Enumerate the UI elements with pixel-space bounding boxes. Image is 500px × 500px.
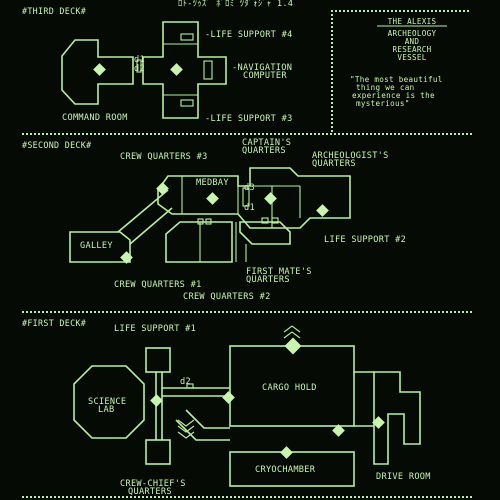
room-label-science: SCIENCE bbox=[88, 397, 126, 407]
room-label-galley: GALLEY bbox=[80, 241, 113, 251]
second-deck-door-d1: d1 bbox=[244, 203, 255, 213]
lower-corridor bbox=[175, 409, 230, 441]
vessel-quote-2: thing we can bbox=[356, 83, 414, 92]
command-room-node[interactable] bbox=[93, 63, 106, 76]
deck-separator-top bbox=[22, 133, 472, 135]
vessel-quote-1: "The most beautiful bbox=[350, 75, 443, 84]
life-support-1-room[interactable] bbox=[145, 347, 171, 373]
crew-chief-room[interactable] bbox=[145, 439, 171, 465]
room-label-cargo-hold: CARGO HOLD bbox=[262, 383, 317, 393]
header-text: ﾛﾄ-ﾂｩｽﾞ ﾎﾞﾛﾐ ﾂﾀﾞｫｼﾞｬ 1.4 bbox=[178, 0, 293, 9]
room-label-navigation: -NAVIGATION bbox=[232, 63, 292, 73]
cryochamber-node[interactable] bbox=[280, 446, 293, 459]
navigation-node[interactable] bbox=[170, 63, 183, 76]
deck-separator-bottom bbox=[22, 496, 472, 498]
cargo-hold-node[interactable] bbox=[222, 391, 235, 404]
room-label-first-mate-quarters: QUARTERS bbox=[246, 275, 290, 285]
room-label-drive-room: DRIVE ROOM bbox=[376, 472, 431, 482]
first-deck-map: d2 bbox=[73, 325, 421, 487]
vessel-line-2: AND bbox=[405, 37, 420, 46]
medbay-node[interactable] bbox=[206, 192, 219, 205]
up-stairs-icon[interactable] bbox=[283, 325, 301, 339]
vessel-line-4: VESSEL bbox=[397, 53, 426, 62]
room-label-navigation-computer: COMPUTER bbox=[243, 71, 287, 81]
galley-corridor bbox=[117, 189, 173, 245]
room-label-command-room: COMMAND ROOM bbox=[62, 113, 128, 123]
vessel-name: THE ALEXIS bbox=[388, 17, 437, 26]
galley-room[interactable] bbox=[69, 231, 131, 263]
room-label-medbay: MEDBAY bbox=[196, 178, 229, 188]
crew-quarters-3-node[interactable] bbox=[156, 182, 169, 195]
drive-room-connector bbox=[354, 371, 374, 427]
third-deck-title: #THIRD DECK# bbox=[22, 6, 87, 16]
vessel-info-panel: THE ALEXIS ARCHEOLOGY AND RESEARCH VESSE… bbox=[350, 17, 447, 108]
room-label-crew-quarters-1: CREW QUARTERS #1 bbox=[114, 280, 202, 290]
room-label-life-support-1: LIFE SUPPORT #1 bbox=[114, 324, 196, 334]
crew-quarters-1-2[interactable] bbox=[165, 221, 233, 263]
deck-separator-middle bbox=[22, 311, 472, 313]
drive-room-node[interactable] bbox=[372, 416, 385, 429]
room-label-life-support-2: LIFE SUPPORT #2 bbox=[324, 235, 406, 245]
third-deck-map: d1 d2 bbox=[61, 21, 227, 119]
room-label-crew-quarters-3: CREW QUARTERS #3 bbox=[120, 152, 208, 162]
science-lab-node[interactable] bbox=[150, 394, 163, 407]
first-deck-title: #FIRST DECK# bbox=[22, 318, 87, 328]
vessel-line-1: ARCHEOLOGY bbox=[388, 29, 437, 38]
info-panel-divider bbox=[331, 10, 469, 132]
room-label-crew-chief: CREW-CHIEF'S bbox=[120, 479, 186, 489]
second-deck-map: d3 d1 bbox=[69, 167, 351, 264]
first-mate-quarters[interactable] bbox=[239, 221, 291, 245]
down-stairs-icon[interactable] bbox=[177, 419, 195, 439]
room-label-captains-quarters: QUARTERS bbox=[242, 146, 286, 156]
captains-node[interactable] bbox=[264, 192, 277, 205]
first-deck-door-d2: d2 bbox=[180, 377, 191, 387]
life-support-2-node[interactable] bbox=[316, 204, 329, 217]
room-label-archeologists: ARCHEOLOGIST'S bbox=[312, 151, 389, 161]
room-label-cryochamber: CRYOCHAMBER bbox=[255, 465, 316, 475]
vessel-quote-4: mysterious" bbox=[356, 99, 410, 108]
vessel-quote-3: experience is the bbox=[352, 91, 435, 100]
vessel-line-3: RESEARCH bbox=[393, 45, 432, 54]
cargo-hold-lower-node[interactable] bbox=[332, 424, 345, 437]
room-label-crew-chief-quarters: QUARTERS bbox=[128, 487, 172, 497]
third-deck-door-d2: d2 bbox=[134, 64, 145, 74]
room-label-first-mate: FIRST MATE'S bbox=[246, 267, 312, 277]
room-label-lab: LAB bbox=[98, 405, 114, 415]
room-label-archeologists-quarters: QUARTERS bbox=[312, 159, 356, 169]
second-deck-door-d3: d3 bbox=[244, 183, 255, 193]
room-label-captains: CAPTAIN'S bbox=[242, 138, 291, 148]
room-label-life-support-3: -LIFE SUPPORT #3 bbox=[205, 114, 293, 124]
room-label-life-support-4: -LIFE SUPPORT #4 bbox=[205, 30, 293, 40]
command-room[interactable] bbox=[61, 39, 134, 105]
galley-node[interactable] bbox=[120, 251, 133, 264]
cargo-hold-entry-node[interactable] bbox=[284, 337, 302, 355]
science-lab-room[interactable] bbox=[73, 365, 145, 439]
upper-hull-rooms[interactable] bbox=[157, 167, 351, 229]
drive-room[interactable] bbox=[373, 371, 421, 465]
first-deck-corridors bbox=[155, 372, 230, 440]
navigation-computer-room[interactable] bbox=[142, 21, 227, 119]
second-deck-title: #SECOND DECK# bbox=[22, 140, 92, 150]
third-deck-door-d1: d1 bbox=[134, 55, 145, 65]
room-label-crew-quarters-2: CREW QUARTERS #2 bbox=[183, 292, 271, 302]
